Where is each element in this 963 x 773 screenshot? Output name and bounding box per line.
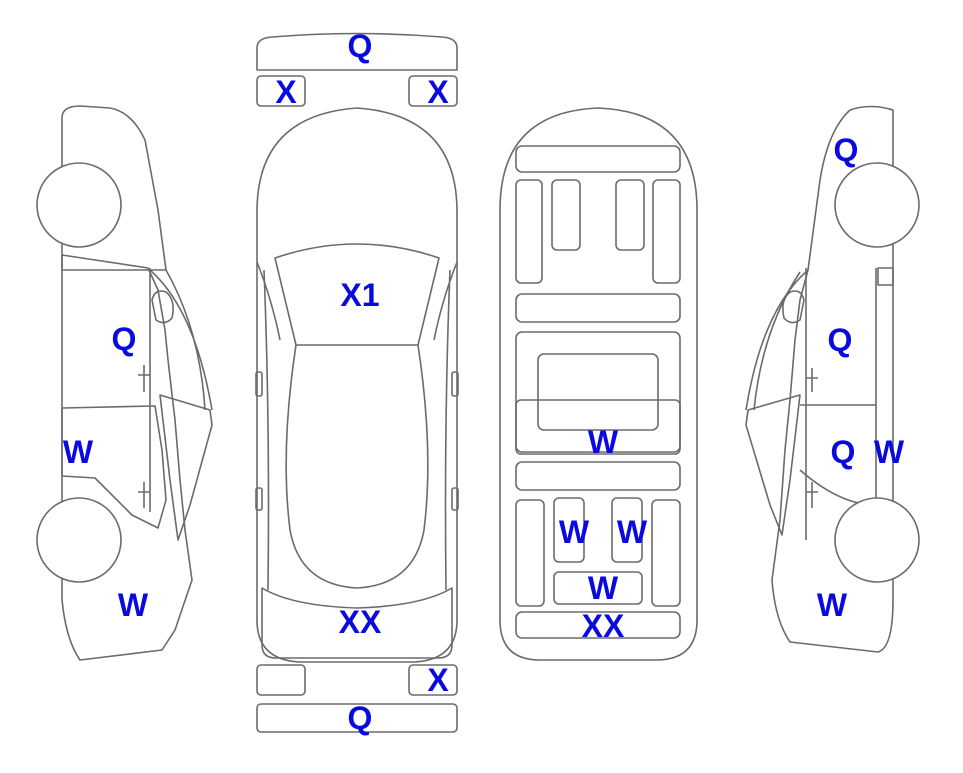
left-side-a-pillar (165, 269, 206, 411)
windshield-panel[interactable] (274, 243, 440, 346)
left-a-pillar (256, 261, 281, 341)
underbody-mid-crossmember (515, 293, 681, 323)
left-side-view (36, 105, 213, 661)
top-view (255, 32, 459, 733)
left-side-front-wheel[interactable] (36, 497, 122, 583)
right-side-view (745, 105, 920, 653)
left-side-door-handle-rear (138, 482, 150, 508)
rear-bumper-code: Q (348, 700, 373, 736)
underbody-right-rail-rear (651, 499, 681, 607)
rear-window-code: XX (339, 604, 382, 640)
left-mirror-top[interactable] (255, 371, 263, 397)
underbody-rear-bumper-panel[interactable] (515, 611, 681, 639)
left-side-fender-code: W (118, 587, 149, 623)
front-left-corner-panel[interactable] (256, 75, 306, 107)
underbody-center-floor-panel[interactable] (515, 399, 681, 455)
right-side-damaged-body[interactable] (771, 105, 894, 653)
right-side-upper-glass[interactable] (877, 267, 894, 286)
rear-left-corner-panel[interactable] (256, 664, 306, 696)
right-side-sill-code: W (874, 434, 905, 470)
left-side-windows (263, 269, 270, 591)
underbody-rear-center-panel[interactable] (553, 571, 643, 605)
underbody-rear-center-code: W (588, 570, 619, 606)
right-a-pillar (433, 261, 458, 341)
left-side-rear-wheel[interactable] (36, 162, 122, 248)
right-side-quarter-code: Q (834, 132, 859, 168)
front-right-corner-code: X (427, 74, 449, 110)
left-side-door-handle-front (138, 365, 150, 392)
left-side-front-glass[interactable] (159, 394, 213, 541)
underbody-outline[interactable] (499, 107, 698, 661)
underbody-left-rail-rear (515, 499, 545, 607)
front-right-corner-panel[interactable] (408, 75, 458, 107)
right-side-mirror[interactable] (782, 290, 805, 324)
underbody-rear-crossmember (515, 461, 681, 491)
rear-right-corner-panel[interactable] (408, 664, 458, 696)
left-side-door-code: Q (112, 321, 137, 357)
left-door-handle-top (255, 487, 263, 511)
rear-right-corner-code: X (427, 662, 449, 698)
underbody-left-rear-panel[interactable] (553, 497, 585, 563)
left-side-damaged-body[interactable] (61, 254, 193, 661)
windshield-code: X1 (340, 277, 379, 313)
underbody-center-pan (537, 353, 659, 431)
rear-bumper-panel[interactable] (256, 703, 458, 733)
front-bumper-code: Q (348, 28, 373, 64)
underbody-left-rail-front (515, 179, 543, 284)
right-side-rear-door-code: Q (828, 322, 853, 358)
underbody-center-code: W (588, 424, 619, 460)
top-body-outline[interactable] (256, 107, 458, 663)
left-side-hood-line (149, 269, 213, 411)
right-side-a-pillar (753, 271, 801, 411)
underbody-view (499, 107, 698, 661)
roof-outline (285, 344, 429, 589)
right-side-hood-line (745, 269, 809, 411)
right-side-front-door-code: Q (831, 434, 856, 470)
right-side-windows (444, 269, 451, 591)
underbody-right-rail-front (652, 179, 681, 284)
right-door-handle-top (451, 487, 459, 511)
right-side-front-glass[interactable] (745, 394, 801, 536)
underbody-right-inner-front (615, 179, 645, 251)
underbody-front-crossmember (515, 145, 681, 173)
right-mirror-top[interactable] (451, 371, 459, 397)
underbody-floor-outline (515, 331, 681, 453)
left-side-mirror[interactable] (151, 290, 174, 324)
rear-window-panel[interactable] (261, 587, 453, 659)
right-side-fender-code: W (817, 587, 848, 623)
underbody-right-rear-code: W (617, 514, 648, 550)
front-bumper-panel[interactable] (256, 32, 458, 71)
damage-code-labels: Q W W Q X X X1 XX X Q W W W W XX Q Q Q W… (63, 28, 905, 736)
underbody-left-rear-code: W (559, 514, 590, 550)
front-left-corner-code: X (275, 74, 297, 110)
left-side-sill-code: W (63, 434, 94, 470)
right-side-rear-wheel[interactable] (834, 162, 920, 248)
right-side-front-wheel[interactable] (834, 497, 920, 583)
left-side-upper-body[interactable] (61, 105, 167, 271)
underbody-left-inner-front (551, 179, 581, 251)
right-side-door-handle-front (806, 368, 818, 392)
left-side-rear-door-glass[interactable] (61, 405, 167, 529)
right-side-door-handle-rear (806, 482, 818, 508)
underbody-rear-bumper-code: XX (582, 608, 625, 644)
underbody-right-rear-panel[interactable] (611, 497, 643, 563)
